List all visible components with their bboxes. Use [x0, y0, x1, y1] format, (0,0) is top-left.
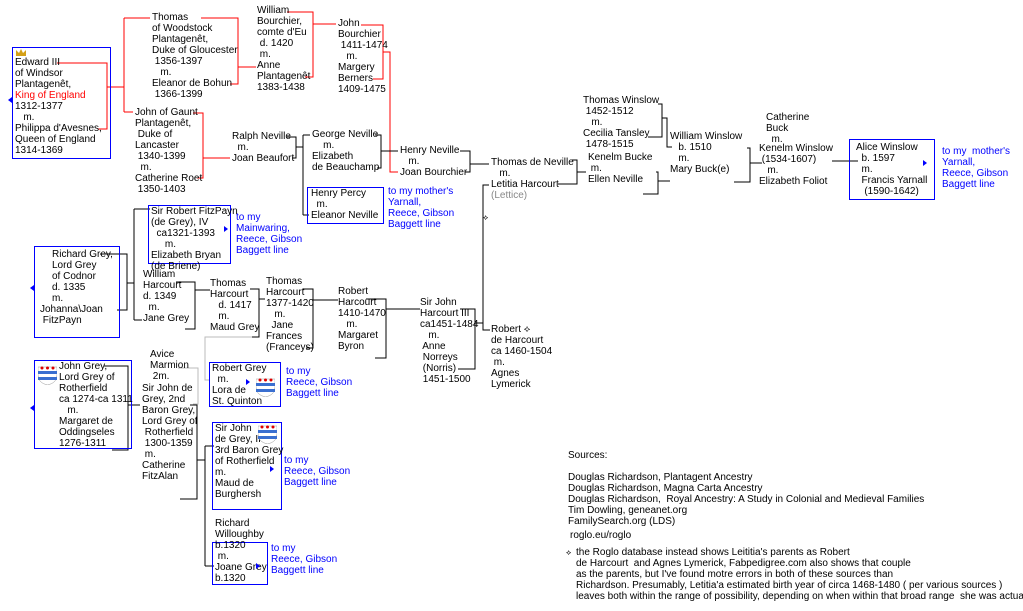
- person-ralph-neville: Ralph Neville m. Joan Beaufort: [232, 131, 295, 164]
- person-john-de-grey-2nd: Sir John de Grey, 2nd Baron Grey, Lord G…: [142, 383, 198, 482]
- person-thomas-harcourt-d1417: Thomas Harcourt d. 1417 m. Maud Grey: [210, 278, 260, 333]
- expand-arrow-icon[interactable]: [224, 226, 228, 232]
- link-reece-line-john-de-grey[interactable]: to my Reece, Gibson Baggett line: [284, 455, 351, 488]
- expand-arrow-icon[interactable]: [246, 379, 250, 385]
- footnote-marker-icon: ⟡: [483, 213, 489, 222]
- black-connectors: [100, 103, 858, 567]
- person-box-alice-winslow: [849, 139, 935, 200]
- expand-left-arrow-icon[interactable]: [30, 285, 34, 291]
- person-thomas-of-woodstock: Thomas of Woodstock Plantagenêt, Duke of…: [152, 12, 238, 100]
- person-box-edward-iii: [12, 47, 111, 159]
- person-edward-iii-spouse: 1312-1377 m. Philippa d'Avesnes, Queen o…: [15, 101, 102, 156]
- source-roglo: roglo.eu/roglo: [570, 530, 632, 541]
- person-george-neville: George Neville m. Elizabeth de Beauchamp: [312, 129, 380, 173]
- link-reece-line-willoughby[interactable]: to my Reece, Gibson Baggett line: [271, 543, 338, 576]
- link-reece-line-robert-grey[interactable]: to my Reece, Gibson Baggett line: [286, 366, 353, 399]
- alias-lettice: (Lettice): [491, 190, 528, 201]
- person-kenelm-winslow: Kenelm Winslow (1534-1607) m. Elizabeth …: [759, 143, 833, 187]
- person-john-de-grey-iii: Sir John de Grey, III 3rd Baron Grey of …: [215, 423, 284, 500]
- person-john-grey: John Grey, Lord Grey of Rotherfield ca 1…: [59, 361, 133, 449]
- person-john-of-gaunt: John of Gaunt Plantagenêt, Duke of Lanca…: [135, 107, 203, 195]
- person-alice-winslow: Alice Winslow b. 1597 m. Francis Yarnall…: [856, 142, 928, 197]
- person-thomas-de-neville: Thomas de Neville m. Letitia Harcourt: [491, 157, 574, 190]
- person-william-harcourt: William Harcourt d. 1349 m. Jane Grey: [143, 269, 190, 324]
- source-item: Douglas Richardson, Plantagent Ancestry: [568, 472, 753, 483]
- title-king-of-england: King of England: [15, 90, 86, 101]
- person-box-richard-willoughby: [212, 542, 268, 585]
- source-item: FamilySearch.org (LDS): [568, 516, 676, 527]
- person-william-winslow: William Winslow b. 1510 m. Mary Buck(e): [670, 131, 743, 175]
- expand-left-arrow-icon[interactable]: [30, 405, 34, 411]
- footnote-text: the Roglo database instead shows Leititi…: [576, 547, 1023, 602]
- person-john-harcourt-iii: Sir John Harcourt III ca1451-1484 m. Ann…: [420, 297, 479, 385]
- footnote-marker-icon: ⟡: [566, 548, 572, 557]
- person-henry-percy: Henry Percy m. Eleanor Neville: [311, 188, 379, 221]
- coat-of-arms-icon: [256, 378, 275, 397]
- link-mainwaring-line[interactable]: to my Mainwaring, Reece, Gibson Baggett …: [236, 212, 303, 256]
- link-mothers-line-percy[interactable]: to my mother's Yarnall, Reece, Gibson Ba…: [388, 186, 455, 230]
- source-item: Tim Dowling, geneanet.org: [568, 505, 688, 516]
- person-richard-grey: Richard Grey, Lord Grey of Codnor d. 133…: [52, 249, 113, 304]
- person-robert-harcourt: Robert Harcourt 1410-1470 m. Margaret By…: [338, 286, 386, 352]
- coat-of-arms-icon: [38, 366, 57, 385]
- person-box-john-de-grey-iii: [212, 422, 282, 510]
- person-box-john-grey: [34, 360, 132, 449]
- expand-arrow-icon[interactable]: [923, 160, 927, 166]
- person-box-robert-grey: [209, 362, 281, 407]
- person-box-richard-grey: [34, 246, 120, 338]
- person-richard-willoughby: Richard Willoughby b.1320 m. Joane Grey …: [215, 518, 267, 584]
- person-robert-de-harcourt: Robert ⟡ de Harcourt ca 1460-1504 m. Agn…: [491, 324, 553, 390]
- person-box-henry-percy: [307, 187, 384, 224]
- person-henry-neville: Henry Neville m. Joan Bourchier: [400, 145, 468, 178]
- person-william-bourchier: William Bourchier, comte d'Eu d. 1420 m.…: [257, 5, 311, 93]
- expand-arrow-icon[interactable]: [270, 466, 274, 472]
- person-kenelm-bucke: Kenelm Bucke m. Ellen Neville: [588, 152, 653, 185]
- crown-icon: [16, 49, 26, 56]
- coat-of-arms-icon: [258, 425, 277, 444]
- person-john-bourchier: John Bourchier 1411-1474 m. Margery Bern…: [338, 18, 388, 95]
- expand-left-arrow-icon[interactable]: [8, 97, 12, 103]
- person-robert-fitzpayn: Sir Robert FitzPayn (de Grey), IV ca1321…: [151, 206, 238, 272]
- person-edward-iii: Edward III of Windsor Plantagenêt,: [15, 57, 72, 90]
- person-thomas-harcourt-1377: Thomas Harcourt 1377-1420 m. Jane France…: [266, 276, 314, 353]
- source-item: Douglas Richardson, Magna Carta Ancestry: [568, 483, 763, 494]
- source-item: Douglas Richardson, Royal Ancestry: A St…: [568, 494, 925, 505]
- person-johanna-fitzpayn: Johanna\Joan FitzPayn: [40, 304, 103, 326]
- link-mothers-line-alice[interactable]: to my mother's Yarnall, Reece, Gibson Ba…: [942, 146, 1011, 190]
- sources-heading: Sources:: [568, 450, 608, 461]
- person-robert-grey: Robert Grey m. Lora de St. Quinton: [212, 363, 267, 407]
- expand-arrow-icon[interactable]: [256, 563, 260, 569]
- gray-connectors: [178, 336, 252, 405]
- person-thomas-winslow: Thomas Winslow 1452-1512 m. Cecilia Tans…: [583, 95, 660, 150]
- royal-line-connectors: [57, 11, 398, 179]
- person-box-robert-fitzpayn: [148, 205, 231, 264]
- person-avice-marmion: Avice Marmion 2m.: [150, 349, 189, 382]
- person-catherine-buck: Catherine Buck m.: [766, 112, 810, 145]
